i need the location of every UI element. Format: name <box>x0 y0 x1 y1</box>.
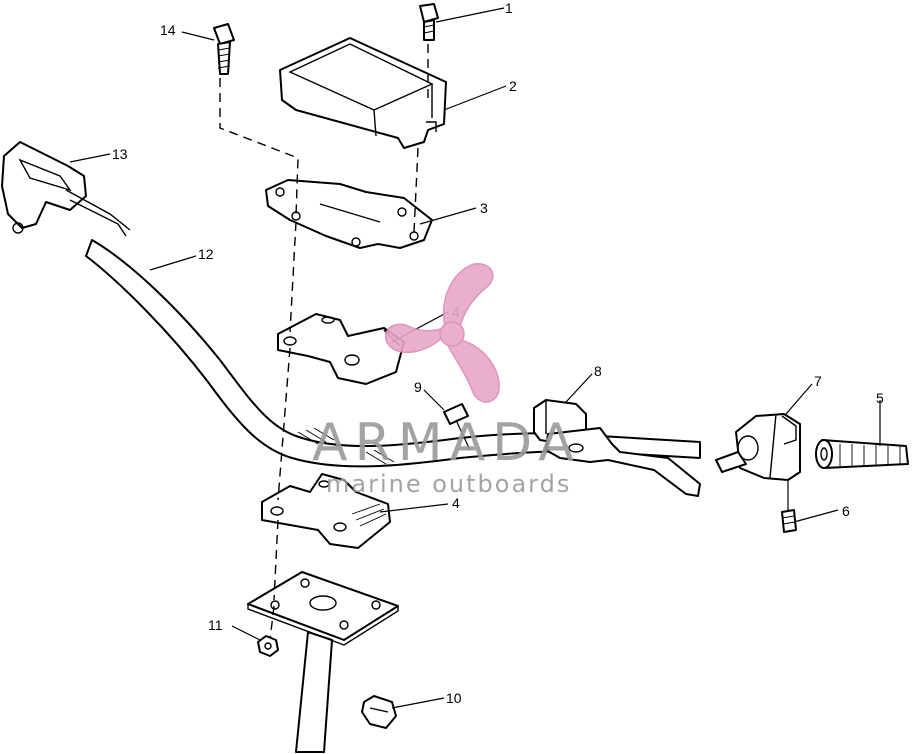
callout-2: 2 <box>509 78 517 94</box>
clip-10 <box>361 695 397 729</box>
callout-1: 1 <box>505 0 513 16</box>
screw-6 <box>781 480 797 533</box>
handlebar-pad <box>279 37 447 149</box>
bolt-14 <box>213 23 235 75</box>
callout-12: 12 <box>198 246 214 262</box>
hand-grip <box>815 439 909 469</box>
callout-10: 10 <box>446 690 462 706</box>
throttle-control-right <box>715 413 801 481</box>
callout-4-lower: 4 <box>452 495 460 511</box>
throttle-housing <box>1 141 131 237</box>
callout-9: 9 <box>414 379 422 395</box>
steering-post <box>295 631 333 753</box>
watermark-brand: ARMADA <box>312 413 581 473</box>
cover-plate <box>265 179 433 249</box>
insert-9 <box>443 403 471 451</box>
callout-14: 14 <box>160 22 176 38</box>
propeller-logo-icon <box>385 263 500 403</box>
callout-7: 7 <box>814 373 822 389</box>
nut-11 <box>257 635 279 657</box>
callout-6: 6 <box>842 503 850 519</box>
callout-labels: 1 2 3 4 4 5 6 7 8 9 10 11 12 13 14 <box>112 0 884 706</box>
callout-11: 11 <box>208 617 223 633</box>
upper-clamp <box>277 313 405 385</box>
watermark: ARMADA marine outboards <box>312 263 581 498</box>
bolt-1 <box>419 3 439 41</box>
steering-plate <box>247 571 399 646</box>
leader-lines <box>69 7 881 709</box>
callout-5: 5 <box>876 390 884 406</box>
callout-8: 8 <box>594 363 602 379</box>
callout-13: 13 <box>112 146 128 162</box>
assembly-lines <box>219 44 429 641</box>
watermark-tagline: marine outboards <box>326 470 571 498</box>
callout-3: 3 <box>480 200 488 216</box>
lower-clamp <box>261 473 391 549</box>
brake-lever <box>545 427 701 497</box>
